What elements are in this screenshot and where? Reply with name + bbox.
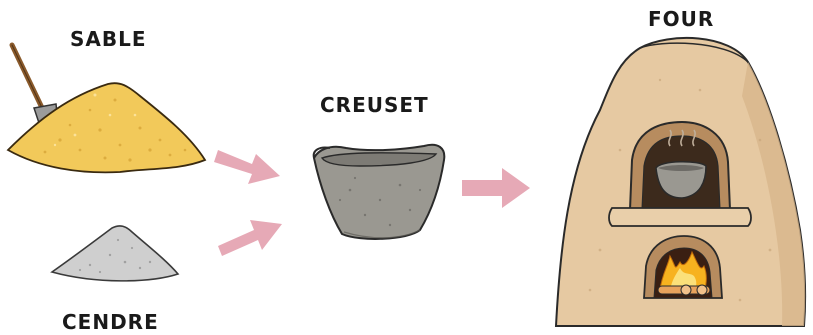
ash-pile-icon [52, 226, 178, 281]
sand-pile-icon [8, 45, 205, 172]
label-sable: SABLE [70, 27, 147, 51]
arrow-ash-to-crucible [218, 220, 282, 256]
label-cendre: CENDRE [62, 310, 159, 334]
crucible-icon [314, 145, 445, 239]
arrow-crucible-to-furnace [462, 168, 530, 208]
arrow-sand-to-crucible [214, 150, 280, 184]
label-four: FOUR [648, 7, 714, 31]
label-creuset: CREUSET [320, 93, 429, 117]
furnace-icon [556, 38, 805, 326]
